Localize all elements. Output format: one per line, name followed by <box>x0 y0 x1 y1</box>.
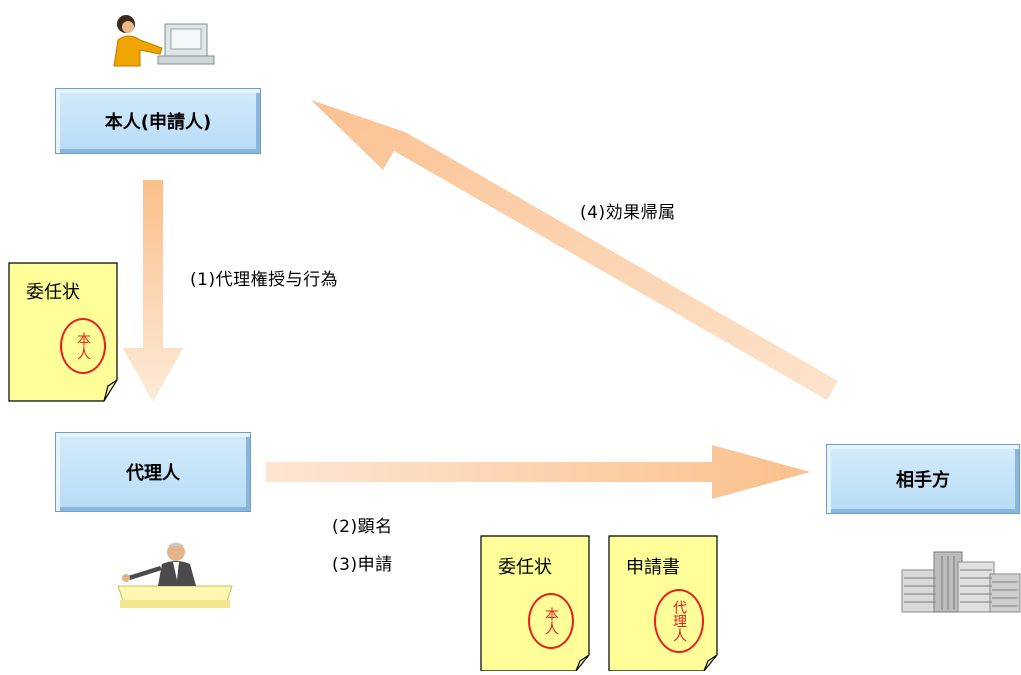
step4-label: (4)効果帰属 <box>580 203 676 223</box>
counterparty-label: 相手方 <box>896 470 950 491</box>
agent-label: 代理人 <box>126 463 180 484</box>
seal-stamp: 本人 <box>60 318 106 374</box>
counterparty-box: 相手方 <box>826 444 1020 514</box>
document-power-of-attorney-middle: 委任状 本人 <box>480 535 590 672</box>
document-title: 申請書 <box>626 557 680 578</box>
step3-label: (3)申請 <box>332 555 393 575</box>
principal-label: 本人(申請人) <box>104 112 212 133</box>
arrow-effect-attribution <box>311 100 838 400</box>
businessman-icon <box>117 542 233 608</box>
arrow-application <box>266 445 810 499</box>
step1-label: (1)代理権授与行為 <box>190 270 339 290</box>
document-title: 委任状 <box>498 557 552 578</box>
document-power-of-attorney-left: 委任状 本人 <box>8 262 118 402</box>
seal-stamp: 代理人 <box>654 589 704 653</box>
principal-box: 本人(申請人) <box>55 88 261 154</box>
document-application-form: 申請書 代理人 <box>608 535 718 672</box>
seal-stamp: 本人 <box>528 593 574 649</box>
arrow-authorization <box>123 180 183 402</box>
office-building-icon <box>901 551 1021 613</box>
step2-label: (2)顕名 <box>332 517 393 537</box>
agent-box: 代理人 <box>55 432 251 512</box>
person-computer-icon <box>113 15 215 67</box>
document-title: 委任状 <box>26 282 80 303</box>
